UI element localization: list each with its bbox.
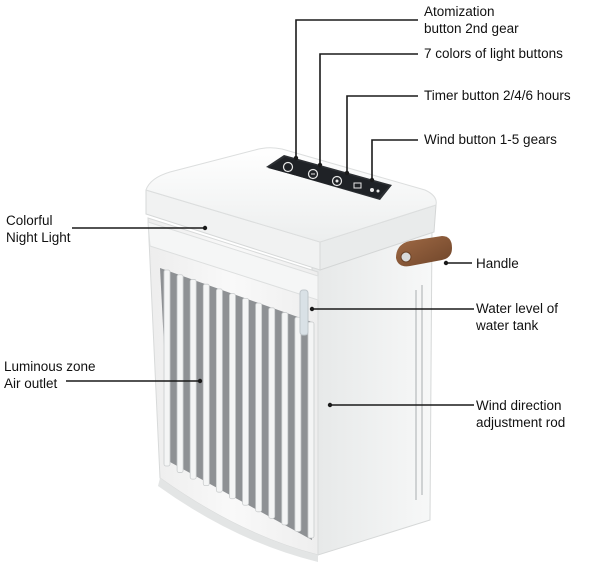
- label-water-level-line2: water tank: [476, 318, 539, 333]
- leader-lines: [66, 19, 474, 406]
- louver-fin: [242, 297, 249, 506]
- leader-wind: [371, 139, 418, 180]
- label-water-level: Water level of water tank: [476, 300, 558, 334]
- label-handle-text: Handle: [476, 256, 519, 271]
- timer-icon[interactable]: [353, 182, 362, 189]
- label-outlet-line1: Luminous zone: [4, 359, 96, 374]
- louver-fin: [176, 274, 184, 473]
- label-timer-text: Timer button 2/4/6 hours: [424, 88, 571, 103]
- label-wind-button: Wind button 1-5 gears: [424, 131, 557, 148]
- label-wind-button-text: Wind button 1-5 gears: [424, 132, 557, 147]
- label-atomization-line2: button 2nd gear: [424, 21, 519, 36]
- louver-fin: [229, 293, 236, 500]
- label-timer: Timer button 2/4/6 hours: [424, 87, 571, 104]
- light-icon[interactable]: [331, 175, 343, 187]
- leader-light: [319, 53, 418, 165]
- louver-fin: [215, 288, 223, 493]
- label-night-light: Colorful Night Light: [6, 212, 71, 246]
- label-wind-rod-line2: adjustment rod: [476, 415, 566, 430]
- handle-strap[interactable]: [396, 236, 452, 267]
- mist-icon[interactable]: [307, 168, 319, 180]
- louver-fin: [189, 279, 197, 480]
- label-atomization: Atomization button 2nd gear: [424, 3, 519, 37]
- label-wind-rod: Wind direction adjustment rod: [476, 397, 565, 431]
- louver-fin: [307, 321, 315, 539]
- water-level-window: [299, 289, 309, 336]
- label-outlet: Luminous zone Air outlet: [4, 358, 96, 392]
- label-night-light-line2: Night Light: [6, 230, 71, 245]
- louver-fin: [294, 316, 302, 532]
- label-night-light-line1: Colorful: [6, 213, 53, 228]
- label-wind-rod-line1: Wind direction: [476, 398, 562, 413]
- label-atomization-line1: Atomization: [424, 4, 495, 19]
- label-light-buttons-text: 7 colors of light buttons: [424, 46, 563, 61]
- label-light-buttons: 7 colors of light buttons: [424, 45, 563, 62]
- louver-fin: [268, 307, 276, 519]
- leader-dots: [197, 155, 449, 408]
- leader-timer: [346, 95, 418, 173]
- power-icon[interactable]: [282, 161, 294, 173]
- side-panel: [311, 227, 433, 556]
- louver-fin: [255, 302, 263, 513]
- louver-fin: [202, 283, 210, 487]
- lid-top: [145, 147, 437, 243]
- label-outlet-line2: Air outlet: [4, 376, 58, 391]
- side-vent: [415, 285, 423, 500]
- label-water-level-line1: Water level of: [476, 301, 559, 316]
- front-top-band: [147, 221, 319, 301]
- label-handle: Handle: [476, 255, 519, 272]
- louver-fin: [281, 312, 289, 526]
- fan-icon[interactable]: [370, 188, 380, 193]
- base: [158, 478, 318, 562]
- louver-fin: [163, 269, 171, 467]
- louvers: [163, 269, 315, 539]
- leader-atomization: [295, 19, 418, 158]
